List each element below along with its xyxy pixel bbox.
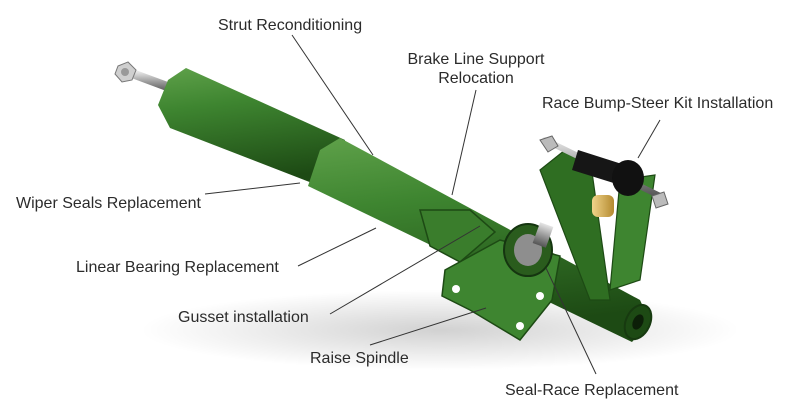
label-gusset: Gusset installation — [178, 309, 309, 326]
label-brake-line-line2: Relocation — [438, 70, 514, 87]
label-brake-line-support: Brake Line Support Relocation — [396, 50, 556, 88]
gusset-plate — [419, 209, 497, 263]
label-seal-race: Seal-Race Replacement — [505, 382, 679, 399]
leader-seal-race — [545, 267, 597, 375]
label-brake-line-line1: Brake Line Support — [407, 51, 545, 68]
label-linear-bearing: Linear Bearing Replacement — [76, 259, 279, 276]
leader-brake-line — [451, 89, 477, 196]
leader-raise-spindle — [369, 307, 487, 346]
bump-steer-kit — [539, 135, 669, 217]
steering-arm — [539, 149, 656, 301]
label-raise-spindle: Raise Spindle — [310, 350, 409, 367]
leader-gusset — [329, 225, 481, 315]
spindle-hub — [503, 222, 554, 277]
label-wiper-seals: Wiper Seals Replacement — [16, 195, 201, 212]
leader-lines — [204, 34, 661, 375]
leader-wiper-seals — [204, 182, 301, 195]
leader-linear-bearing — [297, 227, 377, 267]
label-strut-reconditioning: Strut Reconditioning — [218, 17, 363, 34]
leader-strut-reconditioning — [291, 34, 374, 156]
label-race-bump-steer: Race Bump-Steer Kit Installation — [542, 95, 774, 112]
drop-shadow — [140, 290, 740, 370]
leader-bump-steer — [637, 119, 661, 159]
